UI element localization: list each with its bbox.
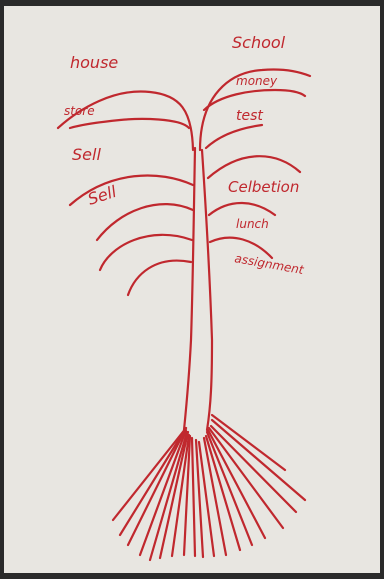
trunk-right-edge: [202, 150, 212, 430]
branch-sell-2: [97, 204, 193, 240]
branch-celbetion: [208, 156, 300, 178]
label-money: money: [236, 74, 278, 88]
branch-money: [204, 90, 305, 110]
label-school: School: [232, 33, 286, 52]
label-house: house: [70, 53, 118, 72]
branch-left-4: [100, 235, 192, 270]
branch-lunch: [209, 203, 275, 215]
label-sell-1: Sell: [72, 145, 101, 164]
trunk-left-edge: [184, 148, 195, 430]
branch-store: [70, 119, 189, 128]
branch-test: [206, 125, 262, 148]
root-system: [113, 415, 305, 560]
label-test: test: [236, 108, 263, 124]
label-store: store: [64, 104, 95, 118]
label-sell-2: Sell: [85, 182, 119, 209]
branch-left-5: [128, 261, 191, 295]
label-celbetion: Celbetion: [228, 178, 299, 196]
label-lunch: lunch: [236, 217, 269, 231]
